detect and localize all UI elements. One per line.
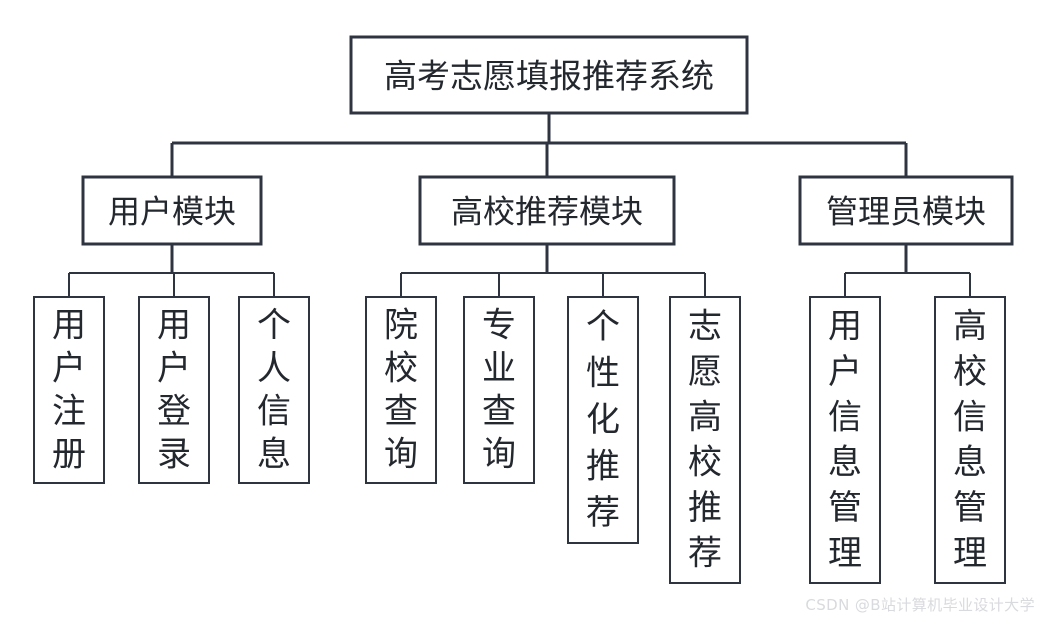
module-admin-module-box[interactable] bbox=[798, 175, 1014, 246]
leaf-user-login-box[interactable] bbox=[138, 296, 210, 484]
leaf-college-info-management-box[interactable] bbox=[934, 296, 1006, 584]
connector-lines bbox=[68, 113, 971, 297]
leaf-college-info-management-label: 高校信息管理 bbox=[953, 307, 987, 574]
module-user-module-box[interactable] bbox=[81, 175, 263, 246]
leaf-volunteer-college-recommend-box[interactable] bbox=[669, 296, 741, 584]
module-college-recommend-module-box[interactable] bbox=[418, 175, 676, 246]
leaf-user-register-box[interactable] bbox=[33, 296, 105, 484]
leaf-major-query-label: 专业查询 bbox=[482, 306, 516, 475]
leaf-college-query-box[interactable] bbox=[365, 296, 437, 484]
leaf-major-query-box[interactable] bbox=[463, 296, 535, 484]
module-college-recommend-module-label: 高校推荐模块 bbox=[451, 193, 643, 231]
leaf-volunteer-college-recommend-label: 志愿高校推荐 bbox=[688, 307, 722, 574]
watermark-text: CSDN @B站计算机毕业设计大学 bbox=[805, 596, 1035, 614]
leaf-user-register-label: 用户注册 bbox=[52, 306, 86, 475]
leaf-personalized-recommend-label: 个性化推荐 bbox=[586, 307, 620, 533]
leaf-college-query-label: 院校查询 bbox=[384, 306, 418, 475]
leaf-user-info-management-label: 用户信息管理 bbox=[828, 307, 862, 574]
leaf-personal-info-label: 个人信息 bbox=[257, 306, 291, 475]
module-admin-module-label: 管理员模块 bbox=[826, 193, 986, 231]
leaf-user-info-management-box[interactable] bbox=[809, 296, 881, 584]
leaf-personal-info-box[interactable] bbox=[238, 296, 310, 484]
leaf-user-login-label: 用户登录 bbox=[157, 306, 191, 475]
leaf-personalized-recommend-box[interactable] bbox=[567, 296, 639, 544]
root-node-label: 高考志愿填报推荐系统 bbox=[384, 57, 714, 96]
root-node-box[interactable] bbox=[349, 35, 749, 115]
module-user-module-label: 用户模块 bbox=[108, 193, 236, 231]
